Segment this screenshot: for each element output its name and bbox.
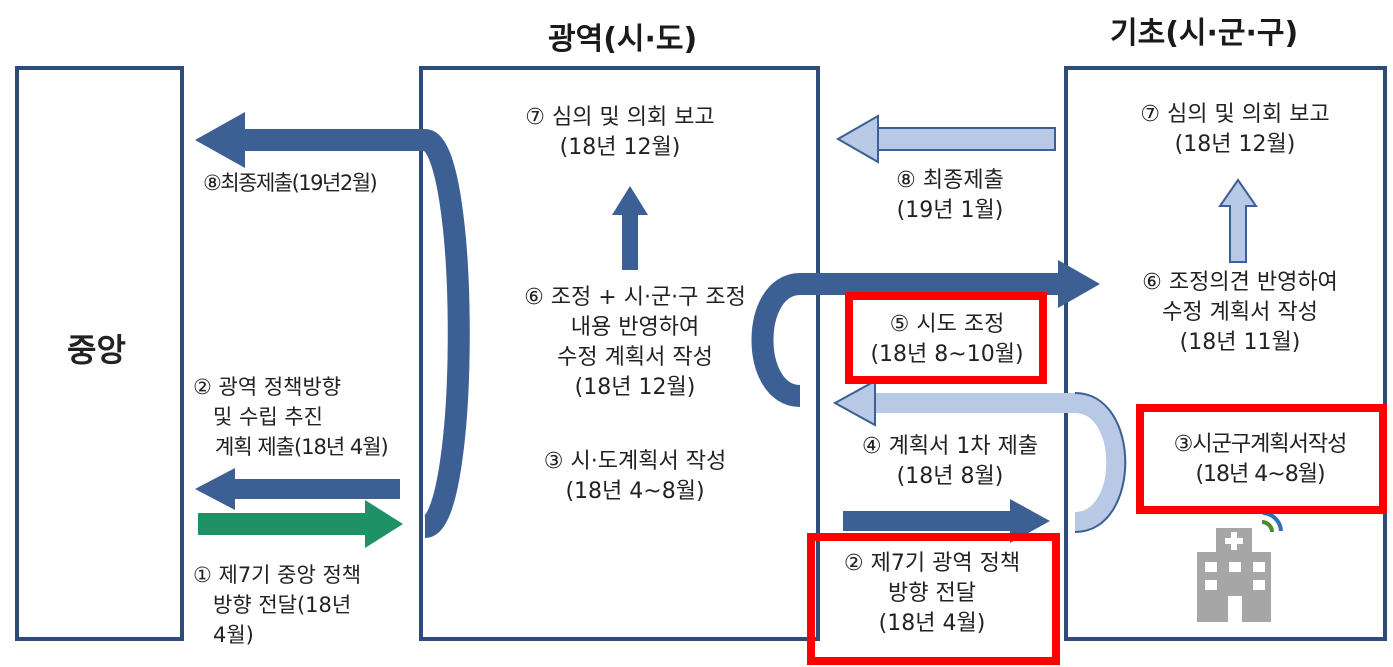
step1-central-policy: ① 제7기 중앙 정책 방향 전달(18년 4월) bbox=[193, 563, 362, 647]
step2-regional-policy: ② 제7기 광역 정책 방향 전달 (18년 4월) bbox=[843, 551, 1021, 636]
basic-step3: ③시군구계획서작성 (18년 4~8월) bbox=[1173, 432, 1348, 487]
basic-step7: ⑦ 심의 및 의회 보고 (18년 12월) bbox=[1140, 102, 1330, 157]
basic-step6: ⑥ 조정의견 반영하여 수정 계획서 작성 (18년 11월) bbox=[1142, 270, 1338, 355]
regional-step3: ③ 시·도계획서 작성 (18년 4~8월) bbox=[543, 449, 727, 504]
central-policy-arrow-shaft bbox=[198, 513, 368, 535]
central-title: 중앙 bbox=[67, 331, 126, 369]
adjustment-curve-arrow bbox=[751, 273, 1060, 407]
basic-up-arrow bbox=[1218, 178, 1258, 263]
final-submission-curve-arrow bbox=[240, 129, 470, 538]
adjustment-arrowhead bbox=[1058, 260, 1100, 308]
step5-province-adjustment: ⑤ 시도 조정 (18년 8~10월) bbox=[870, 312, 1024, 367]
step8-final-submission-regional: ⑧ 최종제출 (19년 1월) bbox=[896, 168, 1004, 223]
first-submission-curve-arrow bbox=[875, 393, 1127, 532]
step8-final-submission-central: ⑧최종제출(19년2월) bbox=[203, 171, 378, 195]
policy-submit-arrow-shaft bbox=[230, 479, 400, 499]
step2-policy-direction: ② 광역 정책방향 및 수립 추진 계획 제출(18년 4월) bbox=[193, 375, 389, 459]
regional-policy-arrow-shaft bbox=[843, 511, 1013, 531]
basic-final-arrowhead bbox=[835, 114, 879, 164]
regional-step7: ⑦ 심의 및 의회 보고 (18년 12월) bbox=[525, 105, 715, 160]
basic-header: 기초(시·군·구) bbox=[1110, 16, 1299, 51]
highlight-regional-policy bbox=[807, 533, 1060, 665]
first-submission-arrowhead bbox=[832, 379, 876, 427]
step4-first-submission: ④ 계획서 1차 제출 (18년 8월) bbox=[861, 434, 1039, 489]
regional-header: 광역(시·도) bbox=[548, 22, 698, 57]
regional-up-arrow bbox=[612, 186, 648, 270]
central-box bbox=[15, 66, 184, 641]
highlight-province-adjustment bbox=[845, 292, 1047, 384]
highlight-basic-plan bbox=[1136, 404, 1387, 514]
regional-step6: ⑥ 조정 + 시·군·구 조정 내용 반영하여 수정 계획서 작성 (18년 1… bbox=[524, 285, 746, 400]
basic-box bbox=[1064, 66, 1387, 641]
basic-final-arrow-shaft bbox=[874, 127, 1056, 151]
central-policy-arrowhead bbox=[365, 500, 403, 548]
regional-policy-arrowhead bbox=[1010, 499, 1050, 543]
policy-submit-arrowhead bbox=[195, 468, 235, 510]
signal-icon bbox=[1261, 511, 1283, 533]
final-submission-arrowhead bbox=[195, 112, 245, 168]
hospital-icon bbox=[1197, 528, 1271, 622]
